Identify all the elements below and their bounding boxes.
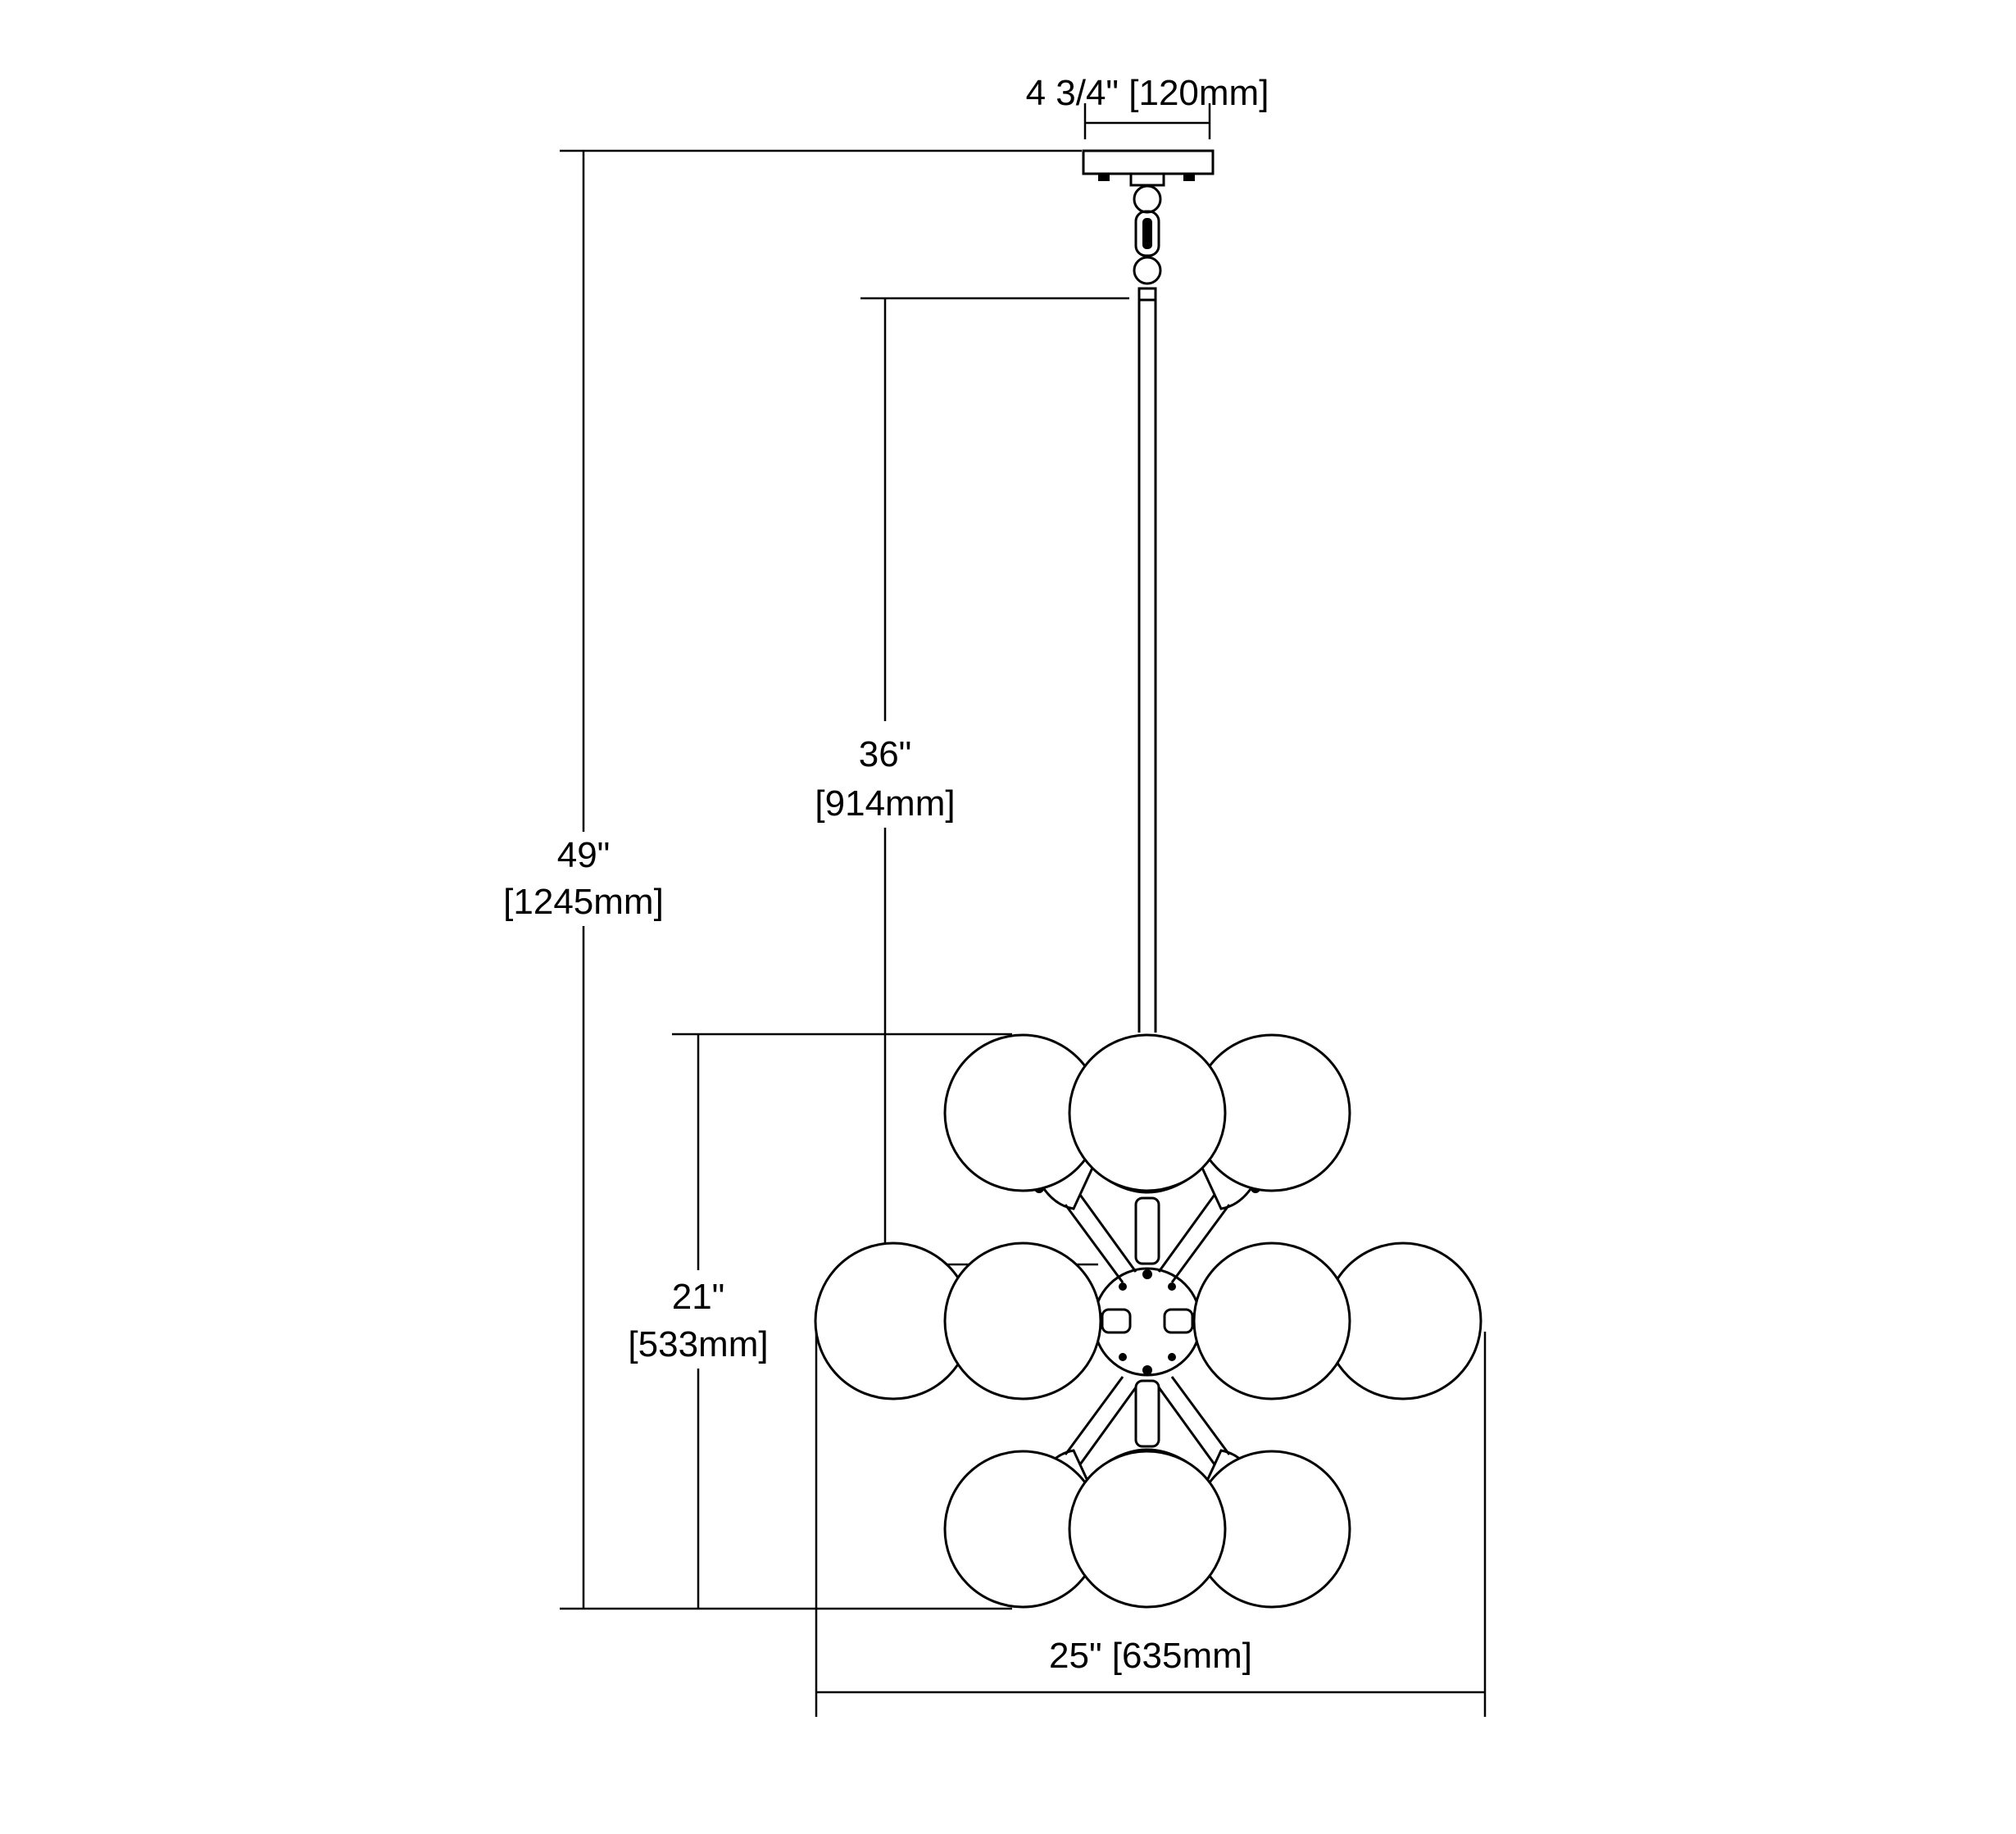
stem-rod — [1137, 287, 1157, 1033]
globes — [814, 1033, 1482, 1609]
overall-height-dimension: 49" [1245mm] — [503, 149, 1082, 1610]
globe-bottom-center — [1068, 1450, 1227, 1609]
rod-length-label-in: 36" — [859, 734, 912, 774]
globe-mid-left — [943, 1242, 1102, 1400]
rod-length-label-mm: [914mm] — [815, 783, 955, 824]
fixture-width-dimension: 25" [635mm] — [815, 1332, 1487, 1717]
overall-height-label-mm: [1245mm] — [503, 882, 664, 922]
globe-top-center — [1068, 1033, 1227, 1192]
canopy — [1082, 149, 1215, 187]
globe-mid-right — [1192, 1242, 1351, 1400]
canopy-width-dimension: 4 3/4" [120mm] — [1026, 73, 1269, 139]
canopy-width-label: 4 3/4" [120mm] — [1026, 73, 1269, 113]
fixture-width-label: 25" [635mm] — [1049, 1636, 1252, 1676]
fixture-height-label-mm: [533mm] — [628, 1324, 768, 1364]
hanging-loop — [1133, 184, 1162, 285]
fixture-height-label-in: 21" — [672, 1277, 725, 1317]
fixture-height-dimension: 21" [533mm] — [628, 1033, 1012, 1609]
overall-height-label-in: 49" — [557, 835, 611, 875]
